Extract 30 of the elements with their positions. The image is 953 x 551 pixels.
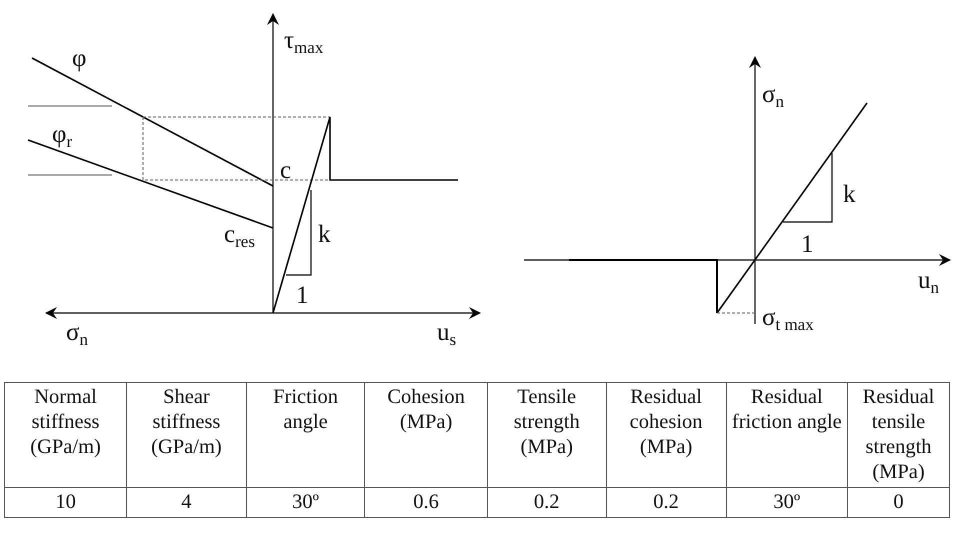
curve-label: φ$_{r}$: [52, 122, 72, 150]
value-cell: 30º: [246, 488, 365, 518]
point-label: c: [280, 158, 292, 183]
axis-label: τ$_{max}$: [284, 28, 324, 56]
axis-label: σ$_{t max}$: [762, 305, 814, 333]
axis-label: σ$_{n}$: [66, 320, 88, 348]
header-cell: Residual friction angle: [726, 382, 848, 488]
header-cell: Residual cohesion (MPa): [606, 382, 726, 488]
value-cell: 0.2: [487, 488, 606, 518]
slope-label: 1: [296, 283, 308, 308]
header-cell: Cohesion (MPa): [364, 382, 488, 488]
slope-label: k: [318, 222, 330, 247]
point-label: c$_{res}$: [224, 222, 255, 250]
axis-label: u$_{s}$: [437, 320, 456, 348]
value-cell: 4: [126, 488, 246, 518]
header-cell: Tensile strength (MPa): [487, 382, 606, 488]
header-cell: Residual tensile strength (MPa): [848, 382, 950, 488]
value-cell: 10: [4, 488, 127, 518]
value-cell: 0.6: [364, 488, 488, 518]
value-cell: 0.2: [606, 488, 726, 518]
value-cell: 0: [848, 488, 950, 518]
axis-label: σ$_{n}$: [762, 82, 784, 110]
header-cell: Shear stiffness (GPa/m): [126, 382, 246, 488]
axis-label: u$_{n}$: [918, 268, 939, 296]
header-cell: Normal stiffness (GPa/m): [4, 382, 127, 488]
curve-label: φ: [72, 46, 86, 71]
slope-label: 1: [801, 232, 814, 257]
value-cell: 30º: [726, 488, 848, 518]
header-cell: Friction angle: [246, 382, 365, 488]
slope-label: k: [843, 182, 856, 207]
